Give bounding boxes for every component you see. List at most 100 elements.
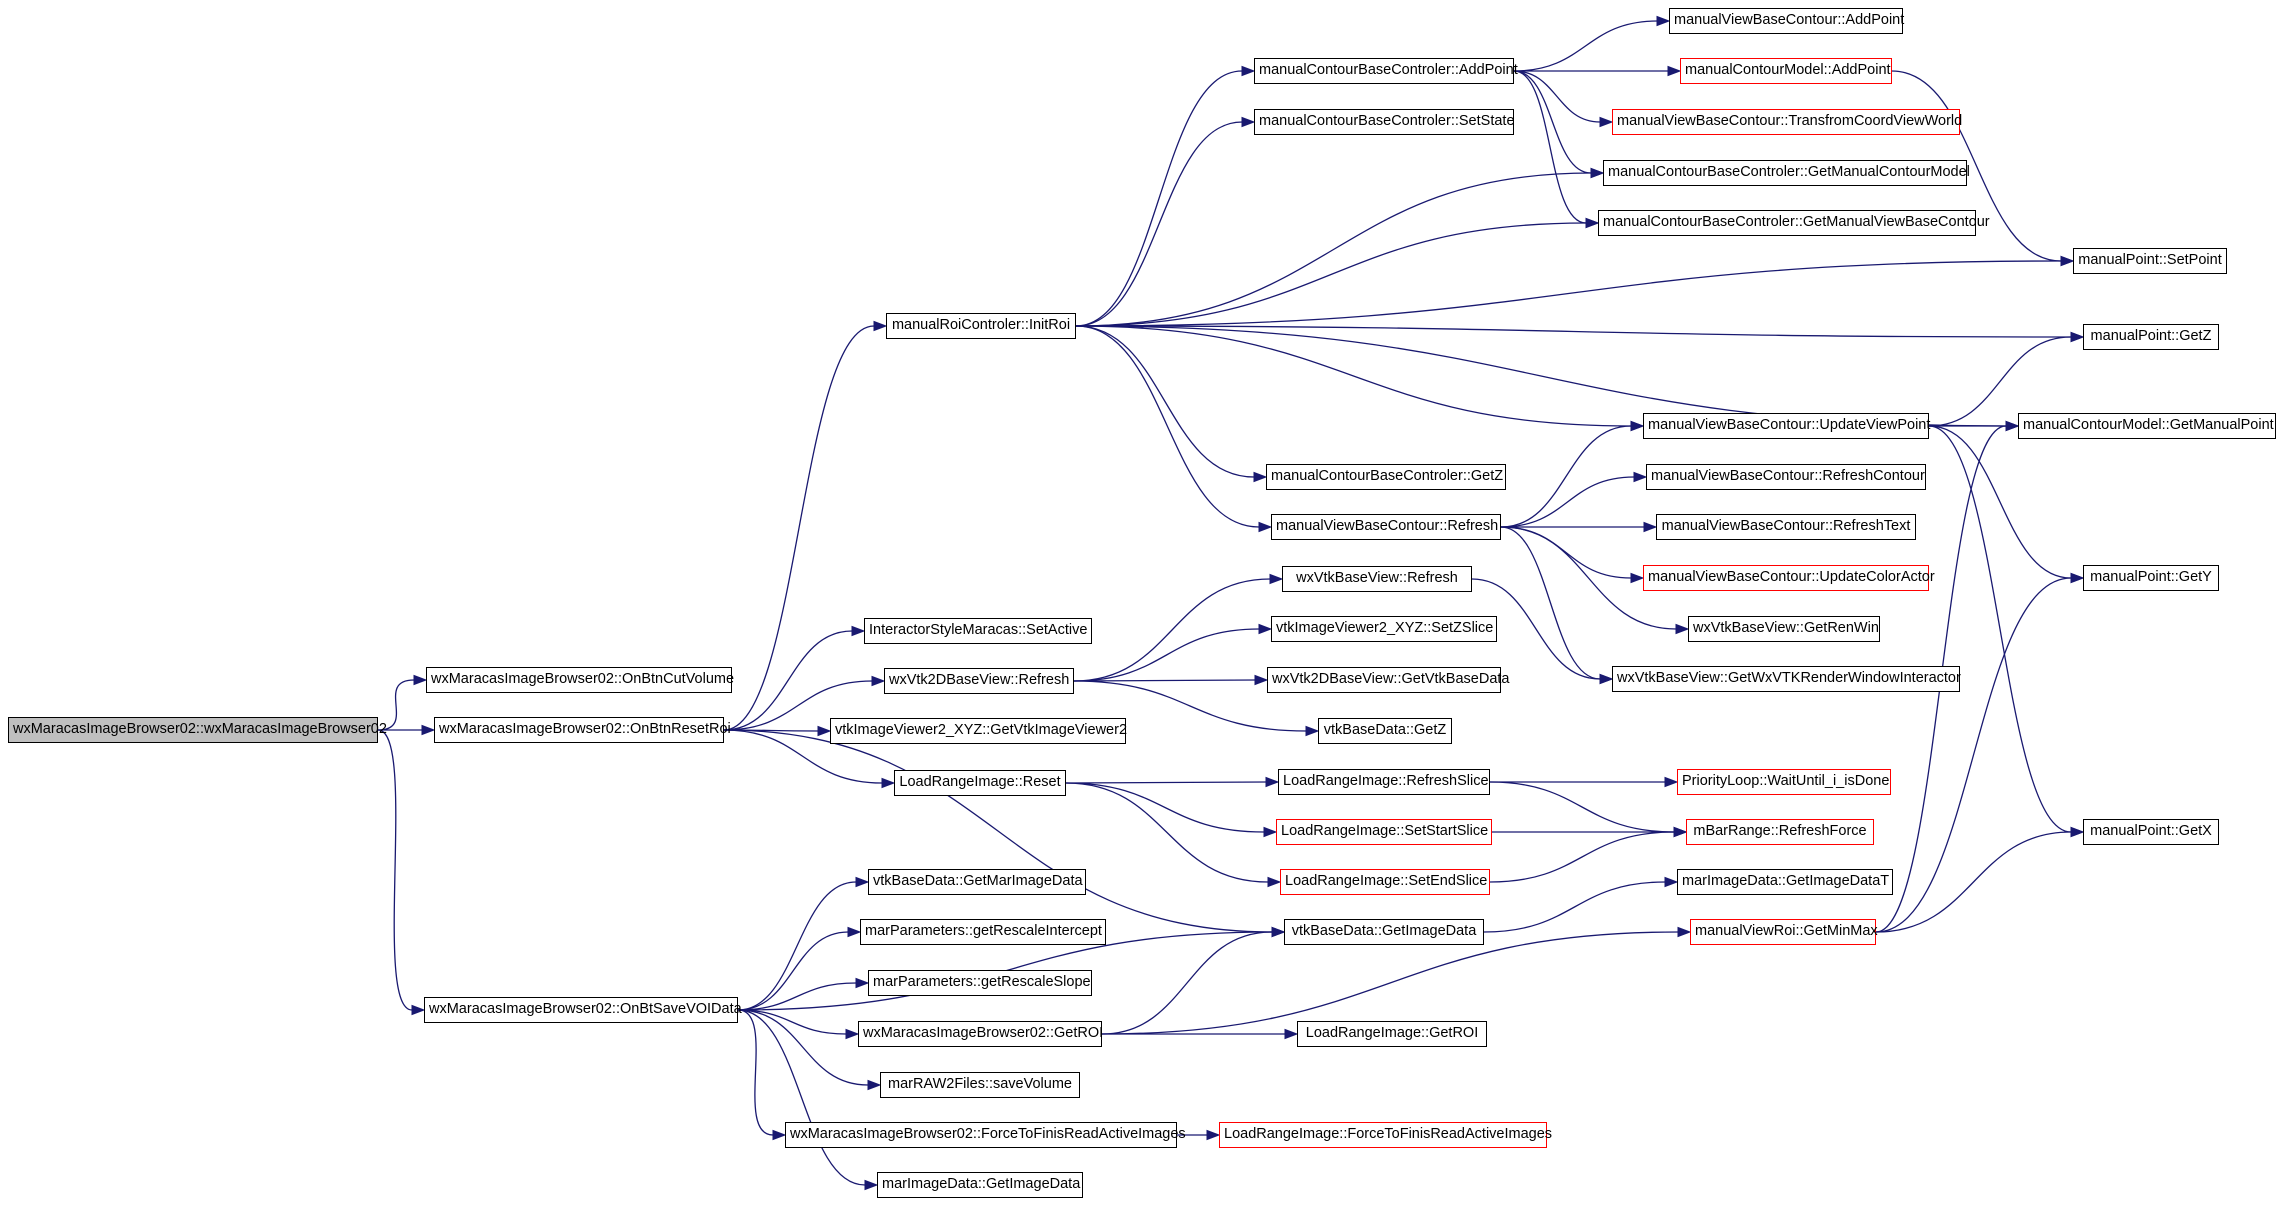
arrowhead <box>871 675 886 687</box>
node-lrireset[interactable]: LoadRangeImage::Reset <box>894 770 1066 796</box>
edge-initroi-to-mp-getz <box>1075 325 2072 338</box>
arrowhead <box>1673 826 1688 838</box>
arrowhead <box>855 977 870 989</box>
edge-vtk2drefresh-to-getvtkbasedata <box>1073 679 1256 682</box>
node-mp-getx[interactable]: manualPoint::GetX <box>2083 819 2219 845</box>
node-mvbc-refresh[interactable]: manualViewBaseContour::Refresh <box>1271 514 1501 540</box>
edge-getroi-to-vtkbasedata-getimagedata <box>1101 931 1273 1035</box>
node-vtk2drefresh[interactable]: wxVtk2DBaseView::Refresh <box>884 668 1074 694</box>
edge-updateviewpoint-to-mp-getx <box>1928 425 2072 833</box>
arrowhead <box>1590 167 1605 179</box>
arrowhead <box>2060 255 2075 267</box>
edge-vtk2drefresh-to-setzslice <box>1073 628 1260 682</box>
edge-initroi-to-mcbc-getz <box>1075 325 1255 478</box>
arrowhead <box>1241 65 1256 77</box>
node-mp-getz[interactable]: manualPoint::GetZ <box>2083 324 2219 350</box>
node-getmanualpoint[interactable]: manualContourModel::GetManualPoint <box>2018 413 2276 439</box>
node-rescaleslope[interactable]: marParameters::getRescaleSlope <box>868 970 1092 996</box>
node-getmanualcontourmodel[interactable]: manualContourBaseControler::GetManualCon… <box>1603 160 1970 186</box>
node-forcefinis[interactable]: wxMaracasImageBrowser02::ForceToFinisRea… <box>785 1122 1186 1148</box>
node-mcbc-setstate[interactable]: manualContourBaseControler::SetState <box>1254 109 1515 135</box>
arrowhead <box>1265 776 1280 788</box>
edge-getminmax-to-mp-getx <box>1875 831 2072 933</box>
arrowhead <box>1677 926 1692 938</box>
edge-lrireset-to-refreshslice <box>1065 781 1267 784</box>
arrowhead <box>1675 623 1690 635</box>
arrowhead <box>2005 420 2020 432</box>
node-lri-forcefinis[interactable]: LoadRangeImage::ForceToFinisReadActiveIm… <box>1219 1122 1552 1148</box>
node-mcbc-getz[interactable]: manualContourBaseControler::GetZ <box>1266 464 1506 490</box>
node-getimagedatat[interactable]: marImageData::GetImageDataT <box>1677 869 1893 895</box>
node-mcm-addpoint[interactable]: manualContourModel::AddPoint <box>1680 58 1892 84</box>
node-getroi[interactable]: wxMaracasImageBrowser02::GetROI <box>858 1021 1103 1047</box>
edge-wxvtkbase-refresh-to-getwxvtkrwi <box>1471 578 1601 680</box>
node-mcbc-addpoint[interactable]: manualContourBaseControler::AddPoint <box>1254 58 1518 84</box>
edge-initroi-to-mp-setpoint <box>1075 260 2062 327</box>
edge-mvbc-refresh-to-updateviewpoint <box>1500 425 1632 528</box>
node-getvtkbasedata[interactable]: wxVtk2DBaseView::GetVtkBaseData <box>1267 667 1509 693</box>
arrowhead <box>411 1004 426 1016</box>
node-rescaleint[interactable]: marParameters::getRescaleIntercept <box>860 919 1106 945</box>
node-root: wxMaracasImageBrowser02::wxMaracasImageB… <box>8 717 387 743</box>
node-lri-getroi[interactable]: LoadRangeImage::GetROI <box>1297 1021 1487 1047</box>
node-getminmax[interactable]: manualViewRoi::GetMinMax <box>1690 919 1878 945</box>
node-updatecoloractor[interactable]: manualViewBaseContour::UpdateColorActor <box>1643 565 1935 591</box>
edge-vtkbasedata-getimagedata-to-getimagedatat <box>1483 881 1666 933</box>
edge-vtk2drefresh-to-wxvtkbase-refresh <box>1073 578 1271 682</box>
edge-setendslice-to-refreshforce <box>1489 831 1675 883</box>
node-setactive[interactable]: InteractorStyleMaracas::SetActive <box>864 618 1092 644</box>
node-initroi[interactable]: manualRoiControler::InitRoi <box>886 313 1076 339</box>
edge-updateviewpoint-to-mp-getz <box>1928 336 2072 427</box>
node-transfcoord[interactable]: manualViewBaseContour::TransfromCoordVie… <box>1612 109 1962 135</box>
node-cutvol[interactable]: wxMaracasImageBrowser02::OnBtnCutVolume <box>426 667 734 693</box>
node-refreshtext[interactable]: manualViewBaseContour::RefreshText <box>1656 514 1916 540</box>
arrowhead <box>845 1028 860 1040</box>
node-refreshcontour[interactable]: manualViewBaseContour::RefreshContour <box>1646 464 1926 490</box>
node-refreshforce[interactable]: mBarRange::RefreshForce <box>1686 819 1874 845</box>
arrowhead <box>1664 776 1679 788</box>
node-wxvtkbase-refresh[interactable]: wxVtkBaseView::Refresh <box>1282 566 1472 592</box>
arrowhead <box>413 674 428 686</box>
node-vtkbasedata-getimagedata[interactable]: vtkBaseData::GetImageData <box>1284 919 1484 945</box>
edge-mcbc-addpoint-to-transfcoord <box>1513 70 1601 123</box>
node-mp-gety[interactable]: manualPoint::GetY <box>2083 565 2219 591</box>
node-waituntil[interactable]: PriorityLoop::WaitUntil_i_isDone <box>1677 769 1891 795</box>
arrowhead <box>1267 876 1282 888</box>
node-mvbc-addpoint[interactable]: manualViewBaseContour::AddPoint <box>1669 8 1904 34</box>
node-getwxvtkrwi[interactable]: wxVtkBaseView::GetWxVTKRenderWindowInter… <box>1612 666 1961 692</box>
arrowhead <box>1263 826 1278 838</box>
arrowhead <box>1258 521 1273 533</box>
node-savevoi[interactable]: wxMaracasImageBrowser02::OnBtSaveVOIData <box>424 997 742 1023</box>
node-mp-setpoint[interactable]: manualPoint::SetPoint <box>2073 248 2227 274</box>
node-refreshslice[interactable]: LoadRangeImage::RefreshSlice <box>1278 769 1490 795</box>
node-resetroi[interactable]: wxMaracasImageBrowser02::OnBtnResetRoi <box>434 717 731 743</box>
node-vtkbasedata-getz[interactable]: vtkBaseData::GetZ <box>1318 718 1452 744</box>
edge-savevoi-to-marimggetimagedata <box>737 1009 866 1186</box>
edge-vtk2drefresh-to-vtkbasedata-getz <box>1073 680 1307 732</box>
arrowhead <box>1241 116 1256 128</box>
arrowhead <box>873 320 888 332</box>
node-setzslice[interactable]: vtkImageViewer2_XYZ::SetZSlice <box>1271 616 1497 642</box>
node-updateviewpoint[interactable]: manualViewBaseContour::UpdateViewPoint <box>1643 413 1930 439</box>
arrowhead <box>1656 15 1671 27</box>
node-marimggetimagedata[interactable]: marImageData::GetImageData <box>877 1172 1083 1198</box>
node-setstartslice[interactable]: LoadRangeImage::SetStartSlice <box>1276 819 1492 845</box>
arrowhead <box>1206 1129 1221 1141</box>
arrowhead <box>1630 420 1645 432</box>
edge-initroi-to-mvbc-refresh <box>1075 325 1260 528</box>
node-savevolume[interactable]: marRAW2Files::saveVolume <box>880 1072 1080 1098</box>
arrowhead <box>817 725 832 737</box>
edge-root-to-savevoi <box>377 729 413 1011</box>
node-setendslice[interactable]: LoadRangeImage::SetEndSlice <box>1280 869 1490 895</box>
node-getvtkviewer2[interactable]: vtkImageViewer2_XYZ::GetVtkImageViewer2 <box>830 718 1127 744</box>
arrowhead <box>1305 725 1320 737</box>
edge-initroi-to-getmanualviewbasecontour <box>1075 222 1587 327</box>
edge-initroi-to-mcbc-addpoint <box>1075 70 1243 327</box>
node-getmanualviewbasecontour[interactable]: manualContourBaseControler::GetManualVie… <box>1598 210 1990 236</box>
edge-lrireset-to-setstartslice <box>1065 782 1265 833</box>
arrowhead <box>2070 826 2085 838</box>
node-getmarimagedata[interactable]: vtkBaseData::GetMarImageData <box>868 869 1086 895</box>
node-getrenwin[interactable]: wxVtkBaseView::GetRenWin <box>1688 616 1880 642</box>
